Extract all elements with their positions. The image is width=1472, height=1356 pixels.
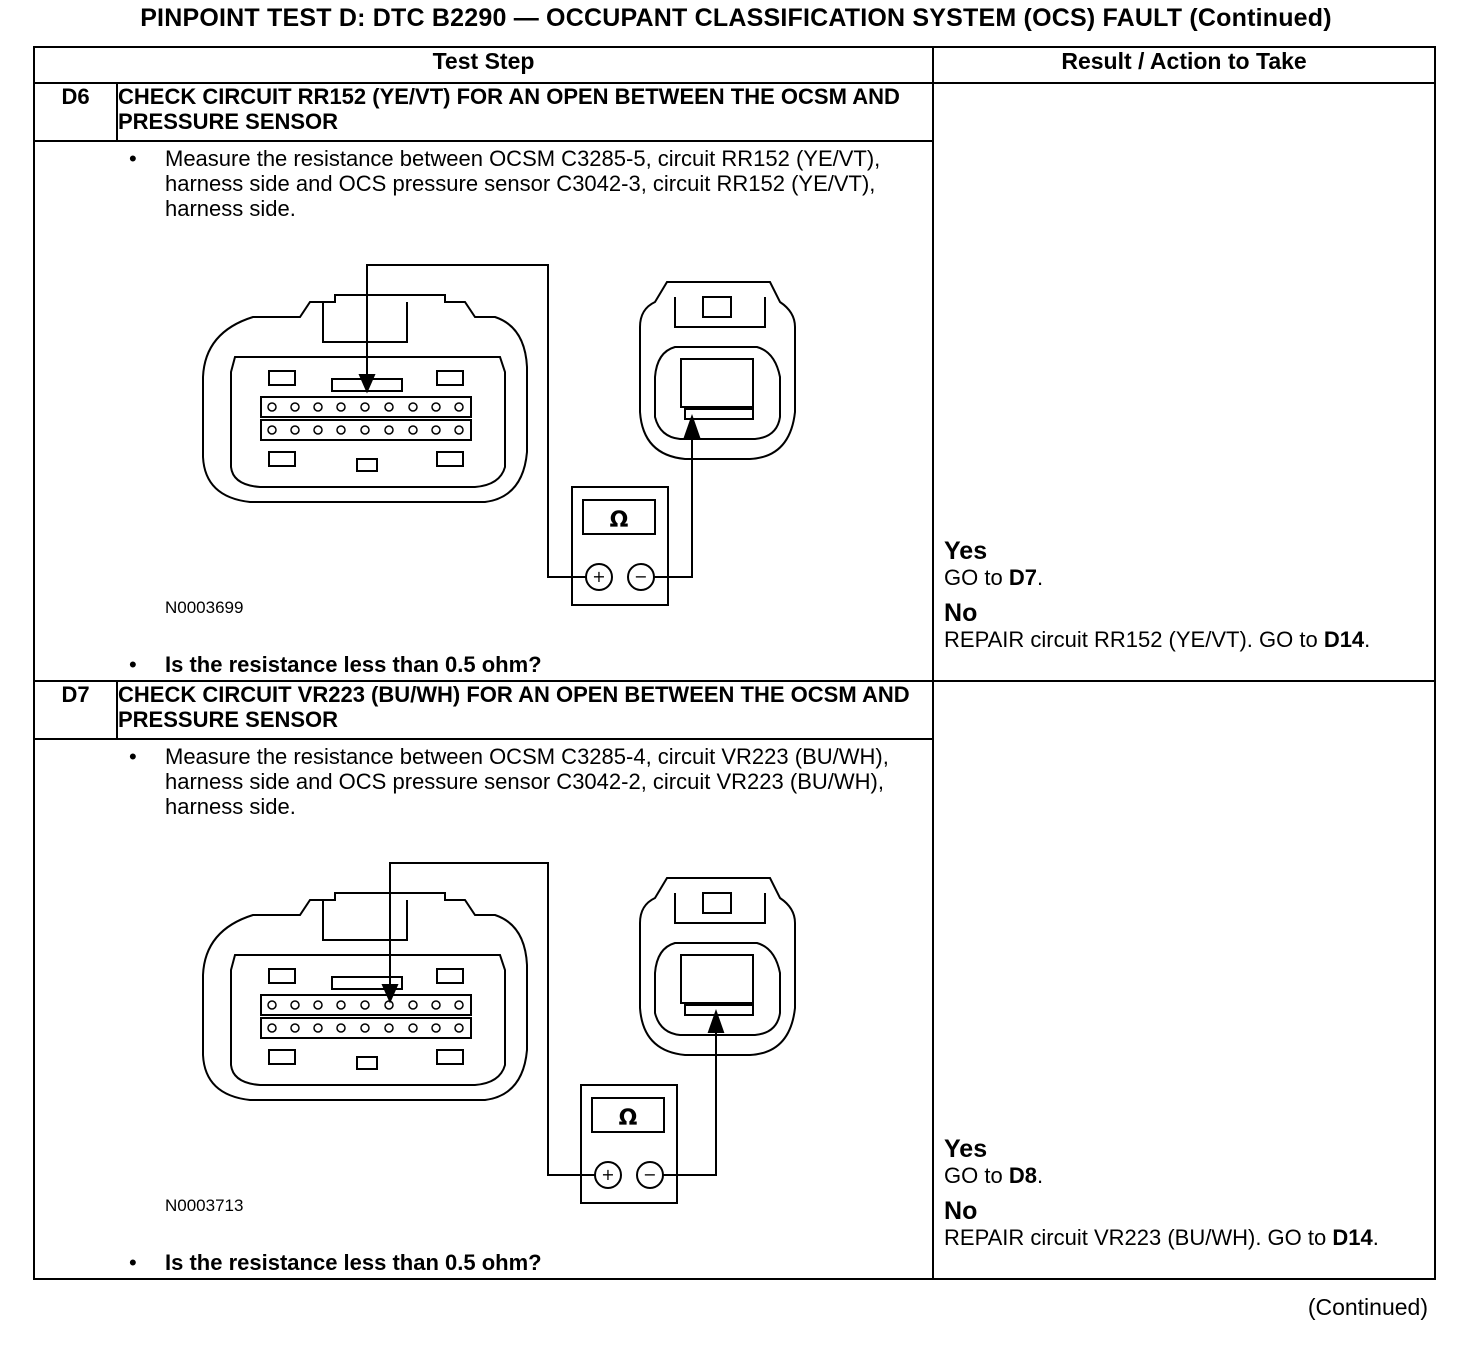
test-lead-negative [663, 1022, 717, 1176]
test-lead-positive [389, 862, 595, 1176]
step-id-d7: D7 [33, 680, 118, 740]
step-body-d6: • Measure the resistance between OCSM C3… [32, 140, 935, 682]
svg-text:+: + [592, 567, 605, 586]
step-body-d7: • Measure the resistance between OCSM C3… [32, 738, 935, 1280]
svg-text:+: + [601, 1165, 614, 1184]
ocsm-connector [202, 892, 528, 1101]
question-d6: Is the resistance less than 0.5 ohm? [165, 652, 542, 677]
pressure-sensor-connector [639, 281, 796, 460]
instruction-d6: Measure the resistance between OCSM C328… [165, 146, 881, 221]
result-yes-d6: Yes GO to D7. [944, 537, 1044, 591]
test-lead-negative [654, 427, 693, 578]
diagram-d7: Ω + − [202, 862, 796, 1204]
ohm-symbol: Ω [619, 1106, 638, 1131]
result-yes-d7: Yes GO to D8. [944, 1135, 1044, 1189]
diagram-d6: Ω + − [202, 264, 796, 606]
result-no-d7: No REPAIR circuit VR223 (BU/WH). GO to D… [944, 1197, 1379, 1251]
pressure-sensor-connector [639, 877, 796, 1056]
bullet: • [129, 1250, 137, 1275]
result-cell-d7: Yes GO to D8. No REPAIR circuit VR223 (B… [932, 680, 1437, 1280]
page-title: PINPOINT TEST D: DTC B2290 — OCCUPANT CL… [140, 4, 1332, 32]
pinpoint-test-table: Test Step Result / Action to Take D6 CHE… [32, 46, 1437, 1280]
step-id-d6: D6 [33, 82, 118, 142]
svg-text:−: − [643, 1165, 656, 1184]
svg-text:−: − [634, 567, 647, 586]
ohmmeter [580, 1084, 678, 1204]
instruction-d7: Measure the resistance between OCSM C328… [165, 744, 889, 819]
bullet: • [129, 652, 137, 677]
figure-id-d6: N0003699 [165, 598, 244, 617]
bullet: • [129, 744, 137, 769]
step-title-d6: CHECK CIRCUIT RR152 (YE/VT) FOR AN OPEN … [115, 82, 935, 142]
step-title-d7: CHECK CIRCUIT VR223 (BU/WH) FOR AN OPEN … [115, 680, 935, 740]
bullet: • [129, 146, 137, 171]
ocsm-connector [202, 294, 528, 503]
header-test-step: Test Step [32, 46, 935, 84]
ohm-symbol: Ω [610, 508, 629, 533]
header-result-action: Result / Action to Take [932, 46, 1437, 84]
test-lead-positive [366, 264, 586, 578]
result-cell-d6: Yes GO to D7. No REPAIR circuit RR152 (Y… [932, 82, 1437, 682]
figure-id-d7: N0003713 [165, 1196, 244, 1215]
ohmmeter [571, 486, 669, 606]
question-d7: Is the resistance less than 0.5 ohm? [165, 1250, 542, 1275]
result-no-d6: No REPAIR circuit RR152 (YE/VT). GO to D… [944, 599, 1371, 653]
continued-label: (Continued) [1307, 1294, 1428, 1320]
